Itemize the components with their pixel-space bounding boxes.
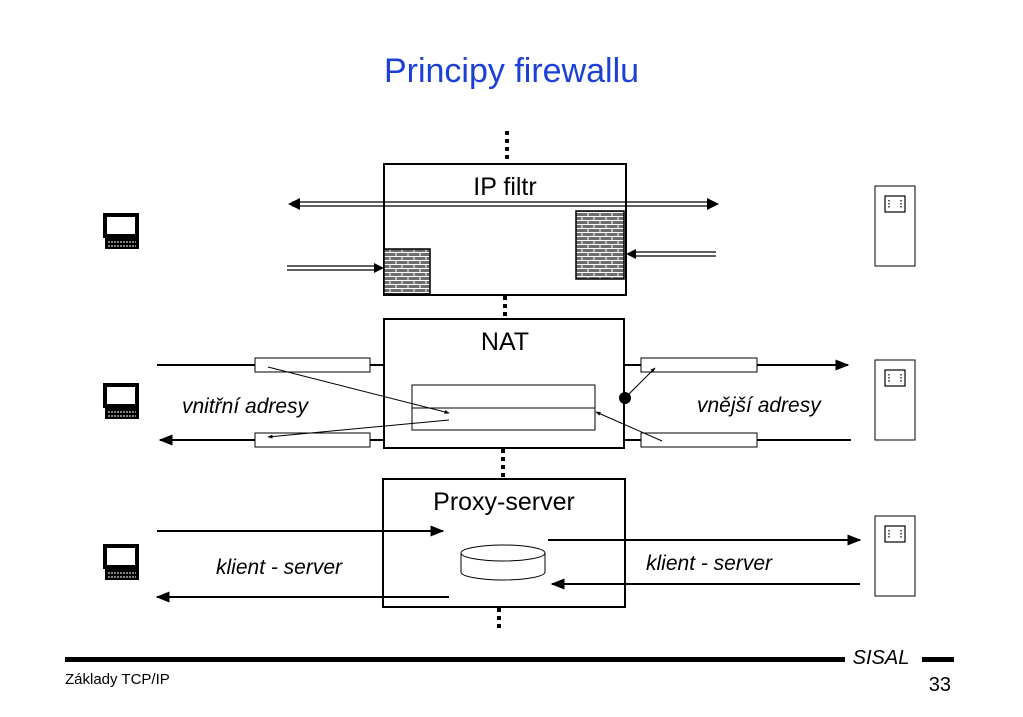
footer-rule bbox=[65, 657, 845, 662]
external-addresses-label: vnější adresy bbox=[697, 394, 822, 417]
blocked-inbound-left-arrow bbox=[287, 263, 384, 273]
footer-course-name: Základy TCP/IP bbox=[65, 671, 170, 688]
brick-wall-icon bbox=[383, 248, 431, 295]
nat-address-lines bbox=[157, 359, 851, 446]
computer-terminal-icon bbox=[103, 383, 141, 421]
dotted-connectors bbox=[497, 131, 509, 628]
ip-filter-bidirectional-arrow bbox=[288, 198, 719, 210]
proxy-server-label: Proxy-server bbox=[433, 488, 575, 516]
footer-rule-right bbox=[922, 657, 954, 662]
page-number: 33 bbox=[928, 674, 951, 696]
computer-terminal-icon bbox=[103, 544, 141, 582]
nat-label: NAT bbox=[481, 328, 529, 356]
client-server-right-label: klient - server bbox=[646, 552, 773, 575]
internal-addresses-label: vnitřní adresy bbox=[182, 395, 310, 418]
ip-filter-label: IP filtr bbox=[473, 173, 536, 201]
server-tower-icon bbox=[874, 515, 916, 597]
blocked-inbound-right-arrow bbox=[626, 249, 716, 259]
footer-brand: SISAL bbox=[852, 647, 910, 669]
proxy-server-box: Proxy-server bbox=[382, 478, 626, 608]
server-tower-icon bbox=[874, 185, 916, 267]
database-cylinder-icon bbox=[460, 544, 546, 581]
nat-box: NAT bbox=[383, 318, 625, 449]
client-server-left-label: klient - server bbox=[216, 556, 343, 579]
nat-translation-arrows bbox=[267, 366, 663, 442]
brick-wall-icon bbox=[575, 210, 625, 280]
slide-title: Principy firewallu bbox=[383, 52, 640, 90]
computer-terminal-icon bbox=[103, 213, 141, 251]
server-tower-icon bbox=[874, 359, 916, 441]
proxy-arrows bbox=[155, 525, 862, 603]
